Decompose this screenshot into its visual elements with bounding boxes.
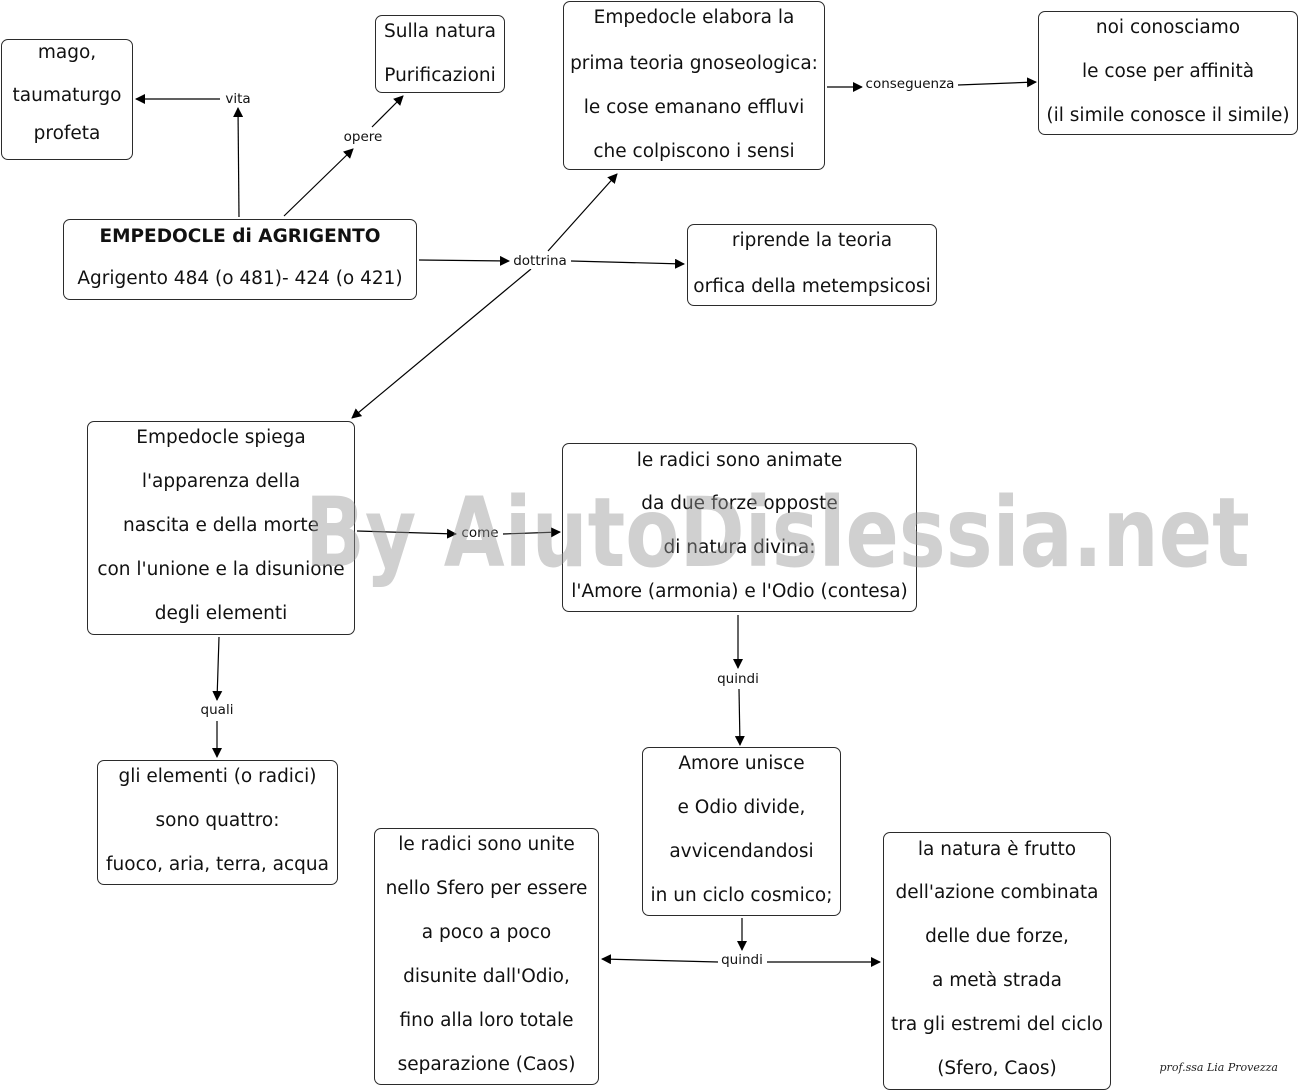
node-metempsicosi: riprende la teoria orfica della metempsi… [687, 224, 937, 306]
edge-dottrina-stem [418, 255, 510, 266]
node-sfero-line-5: fino alla loro totale [399, 1010, 574, 1031]
edge-label-quali: quali [197, 702, 237, 718]
node-opere: Sulla natura Purificazioni [375, 15, 505, 93]
node-spiega-line-1: Empedocle spiega [136, 427, 306, 448]
edge-label-quindi-2: quindi [718, 952, 766, 968]
node-mago: mago, taumaturgo profeta [1, 39, 133, 160]
node-affinita-line-2: le cose per affinità [1081, 61, 1255, 82]
edge-label-opere: opere [340, 129, 386, 145]
edge-quindi2-to-sfero [601, 954, 719, 965]
node-teoria-gnoseologica-line-3: le cose emanano effluvi [583, 97, 805, 118]
node-empedocle: EMPEDOCLE di AGRIGENTO Agrigento 484 (o … [63, 219, 417, 300]
node-natura-frutto-line-1: la natura è frutto [917, 839, 1077, 860]
node-affinita-line-3: (il simile conosce il simile) [1046, 105, 1290, 126]
node-mago-line-1: mago, [37, 42, 97, 63]
node-teoria-gnoseologica-line-4: che colpiscono i sensi [593, 141, 795, 162]
node-natura-frutto-line-5: tra gli estremi del ciclo [891, 1014, 1103, 1035]
edge-vita-stem [233, 107, 244, 218]
node-spiega-line-4: con l'unione e la disunione [97, 559, 345, 580]
node-sfero-line-1: le radici sono unite [398, 834, 575, 855]
edge-label-quindi-1: quindi [714, 671, 762, 687]
node-amore-odio-line-4: in un ciclo cosmico; [650, 885, 833, 906]
node-spiega: Empedocle spiega l'apparenza della nasci… [87, 421, 355, 635]
node-radici-animate-line-2: da due forze opposte [641, 493, 838, 514]
node-teoria-gnoseologica-line-2: prima teoria gnoseologica: [570, 53, 818, 74]
node-metempsicosi-line-2: orfica della metempsicosi [693, 276, 931, 297]
node-amore-odio: Amore unisce e Odio divide, avvicendando… [642, 747, 841, 916]
node-amore-odio-line-3: avvicendandosi [669, 841, 814, 862]
node-spiega-line-5: degli elementi [154, 603, 288, 624]
node-radici-animate-line-4: l'Amore (armonia) e l'Odio (contesa) [571, 581, 908, 602]
node-opere-line-1: Sulla natura [384, 21, 496, 42]
edge-dottrina-to-metempsicosi [570, 258, 685, 269]
node-empedocle-title: EMPEDOCLE di AGRIGENTO [99, 226, 381, 247]
edge-come-stem [356, 528, 457, 539]
edge-come-to-node [502, 527, 561, 538]
edge-opere-to-node [371, 95, 404, 128]
node-sfero: le radici sono unite nello Sfero per ess… [374, 828, 599, 1085]
node-teoria-gnoseologica: Empedocle elabora la prima teoria gnoseo… [563, 1, 825, 170]
edge-label-vita: vita [222, 91, 254, 107]
edge-label-dottrina: dottrina [510, 253, 570, 269]
node-natura-frutto: la natura è frutto dell'azione combinata… [883, 832, 1111, 1090]
node-sfero-line-3: a poco a poco [421, 922, 552, 943]
node-elementi-line-1: gli elementi (o radici) [118, 766, 317, 787]
edge-quali-stem [212, 636, 223, 701]
node-mago-line-3: profeta [33, 123, 101, 144]
node-natura-frutto-line-3: delle due forze, [925, 926, 1069, 947]
author-signature: prof.ssa Lia Provezza [1159, 1061, 1278, 1074]
node-affinita-line-1: noi conosciamo [1095, 17, 1241, 38]
edge-opere-stem [283, 148, 354, 217]
edge-dottrina-to-gnoseologia [547, 173, 618, 252]
node-mago-line-2: taumaturgo [12, 85, 122, 106]
node-sfero-line-6: separazione (Caos) [397, 1054, 576, 1075]
node-affinita: noi conosciamo le cose per affinità (il … [1038, 11, 1298, 135]
node-amore-odio-line-1: Amore unisce [678, 753, 805, 774]
node-sfero-line-4: disunite dall'Odio, [403, 966, 570, 987]
node-teoria-gnoseologica-line-1: Empedocle elabora la [593, 7, 795, 28]
node-natura-frutto-line-6: (Sfero, Caos) [937, 1058, 1057, 1079]
edge-conseguenza-to-node [957, 77, 1037, 88]
node-spiega-line-3: nascita e della morte [123, 515, 319, 536]
edge-quindi1-to-node [734, 688, 745, 746]
node-elementi-line-3: fuoco, aria, terra, acqua [106, 854, 329, 875]
node-natura-frutto-line-2: dell'azione combinata [895, 882, 1099, 903]
node-opere-line-2: Purificazioni [384, 65, 496, 86]
node-radici-animate: le radici sono animate da due forze oppo… [562, 443, 917, 612]
node-radici-animate-line-1: le radici sono animate [636, 450, 843, 471]
node-elementi-line-2: sono quattro: [155, 810, 280, 831]
node-elementi: gli elementi (o radici) sono quattro: fu… [97, 760, 338, 885]
node-metempsicosi-line-1: riprende la teoria [731, 230, 893, 251]
edge-label-come: come [458, 525, 502, 541]
edge-label-conseguenza: conseguenza [862, 76, 958, 92]
edge-dottrina-to-spiega [351, 268, 532, 419]
node-natura-frutto-line-4: a metà strada [931, 970, 1062, 991]
node-spiega-line-2: l'apparenza della [141, 471, 301, 492]
node-empedocle-dates: Agrigento 484 (o 481)- 424 (o 421) [77, 268, 403, 289]
node-sfero-line-2: nello Sfero per essere [385, 878, 588, 899]
node-radici-animate-line-3: di natura divina: [663, 537, 816, 558]
node-amore-odio-line-2: e Odio divide, [677, 797, 806, 818]
